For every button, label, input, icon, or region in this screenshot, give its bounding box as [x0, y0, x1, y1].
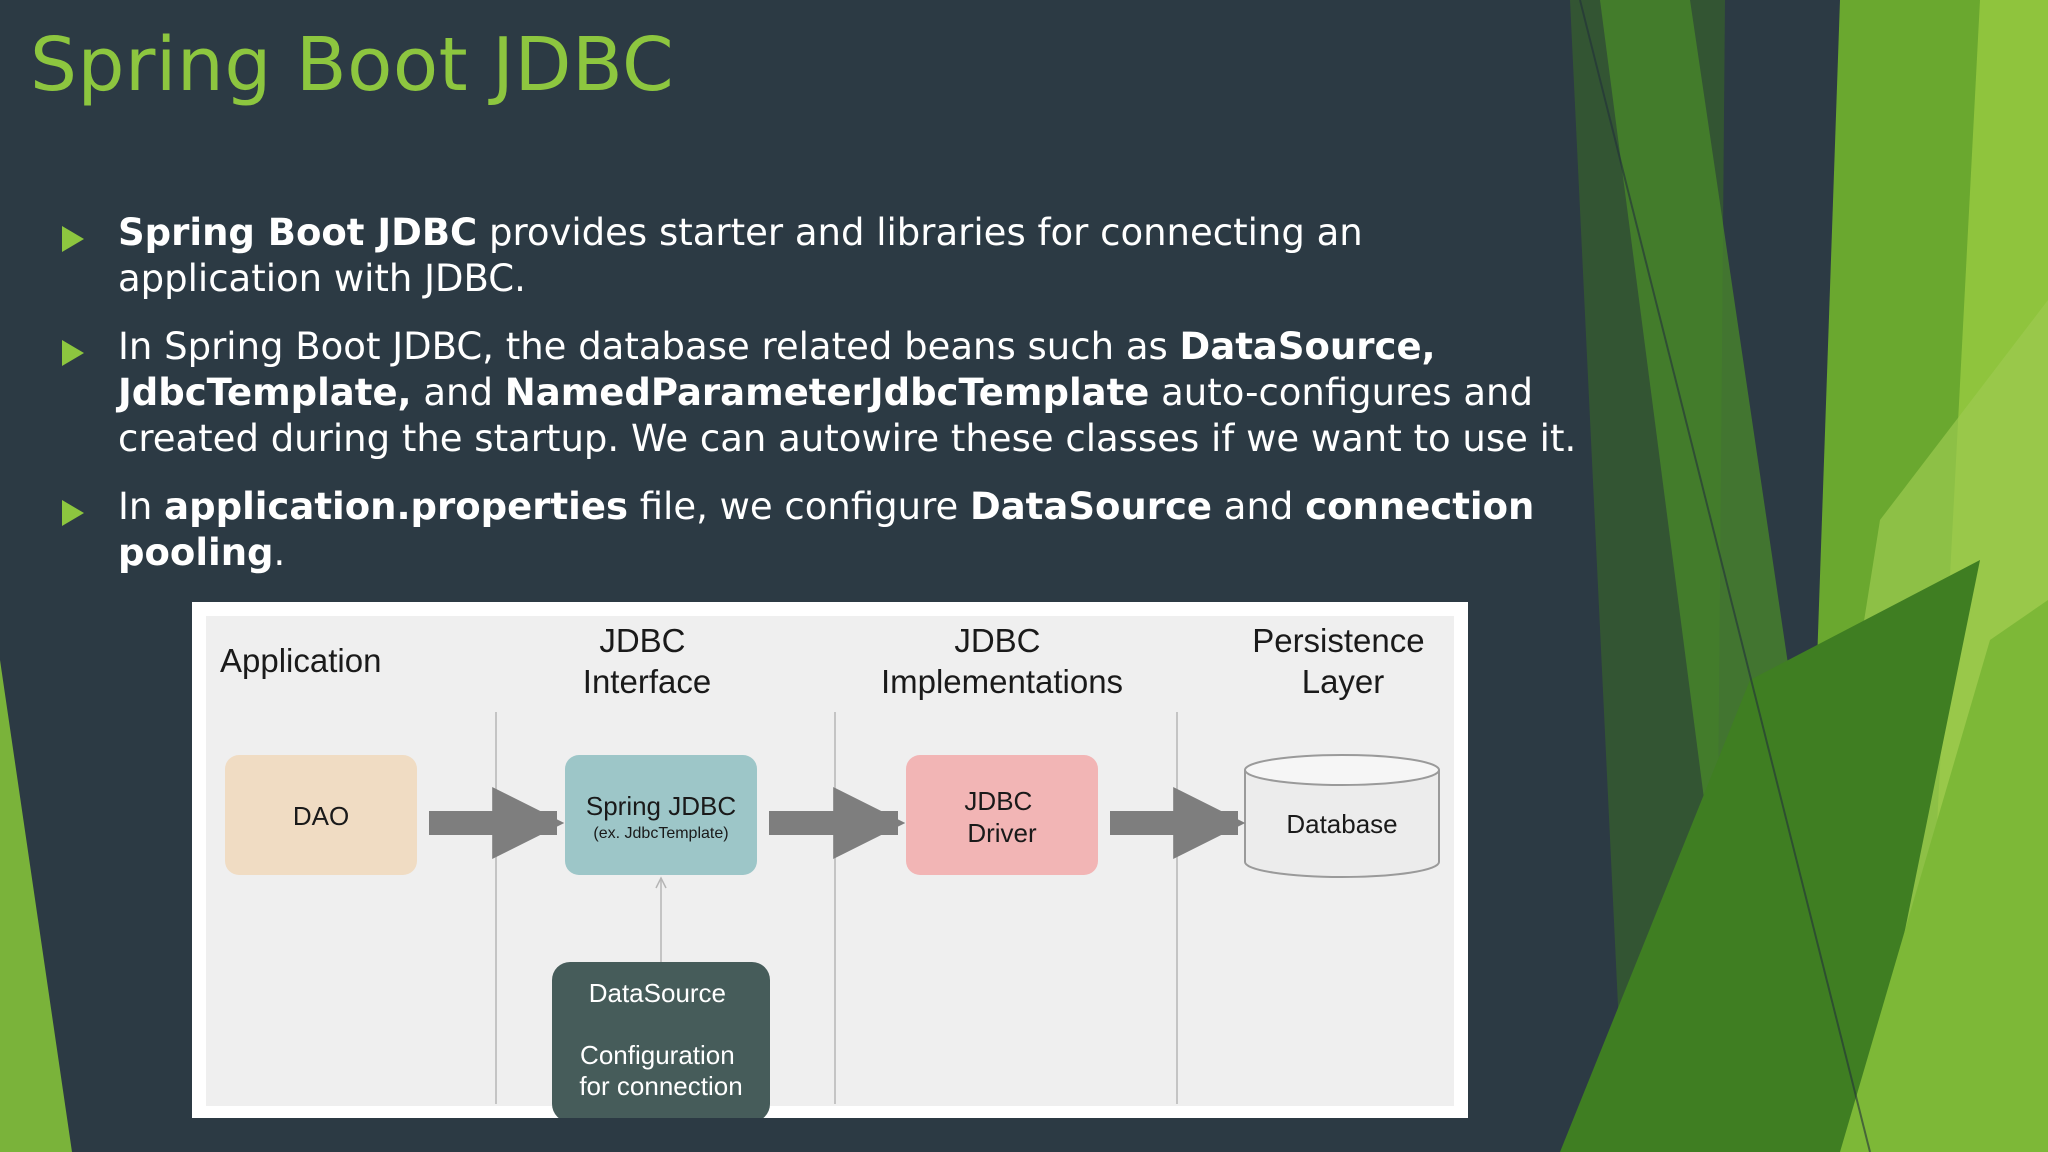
triangle-bullet-icon: [62, 500, 84, 526]
slide-title: Spring Boot JDBC: [30, 22, 675, 108]
deco-shape: [1560, 560, 1980, 1152]
text: file, we configure: [627, 485, 970, 528]
jdbc-driver-box: [906, 755, 1098, 875]
header-line: Layer: [1302, 663, 1385, 700]
database-label: Database: [1286, 809, 1397, 839]
header-line: JDBC: [954, 622, 1040, 659]
text: .: [273, 531, 286, 574]
bullet-item: In Spring Boot JDBC, the database relate…: [58, 324, 1578, 462]
spring-jdbc-label: Spring JDBC: [586, 791, 736, 821]
column-header-application: Application: [220, 642, 381, 679]
text: and: [411, 371, 505, 414]
text: In Spring Boot JDBC, the database relate…: [118, 325, 1180, 368]
text: In: [118, 485, 165, 528]
bold-text: DataSource: [970, 485, 1213, 528]
header-line: Application: [220, 642, 381, 679]
database-cylinder-top: [1244, 754, 1440, 786]
column-header-jdbc-implementations: JDBC Implementations: [881, 622, 1123, 700]
text: provides starter and libraries for conne…: [118, 211, 1363, 300]
triangle-bullet-icon: [62, 226, 84, 252]
deco-line: [1579, 0, 1871, 1152]
node-line: DAO: [293, 801, 349, 831]
bullet-item: Spring Boot JDBC provides starter and li…: [58, 210, 1578, 302]
node-line: DataSource: [589, 978, 726, 1008]
bold-text: DataSource, JdbcTemplate,: [118, 325, 1436, 414]
node-line: Spring JDBC: [586, 791, 736, 821]
node-line: Database: [1286, 809, 1397, 839]
header-line: Persistence: [1252, 622, 1424, 659]
column-header-persistence-layer: Persistence Layer: [1252, 622, 1434, 700]
triangle-bullet-icon: [62, 340, 84, 366]
text: auto-configures and created during the s…: [118, 371, 1577, 460]
spring-jdbc-box: [565, 755, 757, 875]
jdbc-driver-label: JDBC Driver: [964, 786, 1039, 848]
bullet-list: Spring Boot JDBC provides starter and li…: [58, 210, 1578, 598]
node-line: Driver: [967, 818, 1037, 848]
node-line: JDBC: [964, 786, 1032, 816]
database-cylinder: [1244, 770, 1440, 878]
text: and: [1212, 485, 1306, 528]
bullet-item: In application.properties file, we confi…: [58, 484, 1578, 576]
diagram-svg: Application JDBC Interface JDBC Implemen…: [220, 622, 1440, 1118]
bold-text: NamedParameterJdbcTemplate: [504, 371, 1150, 414]
node-line: for connection: [579, 1071, 742, 1101]
spring-jdbc-sublabel: (ex. JdbcTemplate): [593, 825, 728, 842]
datasource-box: [552, 962, 770, 1118]
header-line: JDBC: [599, 622, 685, 659]
deco-shape: [0, 660, 72, 1152]
bold-text: application.properties: [164, 485, 628, 528]
bold-text: connection pooling: [118, 485, 1535, 574]
header-line: Interface: [583, 663, 711, 700]
bold-text: Spring Boot JDBC: [118, 211, 478, 254]
node-line: Configuration: [580, 1040, 735, 1070]
node-subline: (ex. JdbcTemplate): [593, 825, 728, 842]
deco-shape: [1840, 600, 2048, 1152]
dao-label: DAO: [293, 801, 349, 831]
architecture-diagram: Application JDBC Interface JDBC Implemen…: [192, 602, 1468, 1118]
arrowhead-small: [655, 876, 667, 889]
datasource-label: DataSource Configuration for connection: [579, 978, 742, 1101]
column-header-jdbc-interface: JDBC Interface: [583, 622, 711, 700]
header-line: Implementations: [881, 663, 1123, 700]
dao-box: [225, 755, 417, 875]
